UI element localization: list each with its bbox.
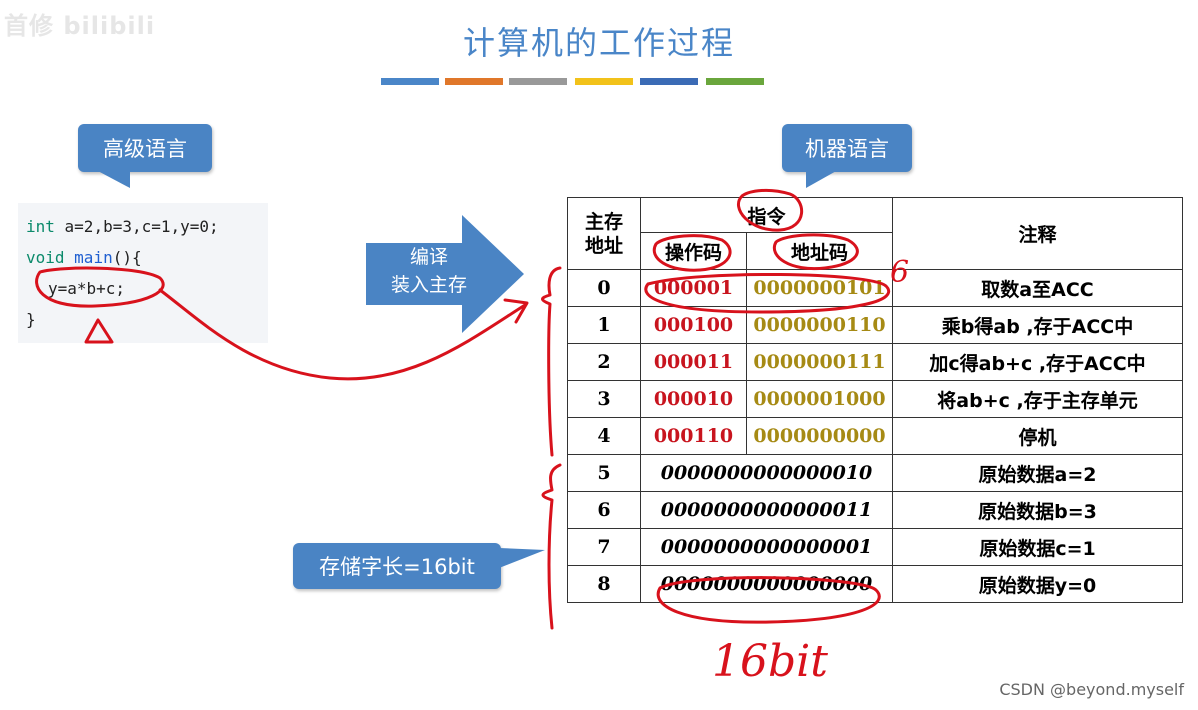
cell-opcode: 000001 (640, 269, 747, 307)
header-address-text: 主存地址 (584, 210, 623, 257)
compile-label-line1: 编译 (409, 246, 448, 268)
cell-opcode: 000010 (640, 380, 747, 418)
color-bar-6 (706, 78, 764, 85)
callout-word-length-text: 存储字长=16bit (319, 555, 475, 579)
cell-addrcode: 0000000110 (745, 306, 894, 344)
color-bar-3 (509, 78, 567, 85)
color-bar-1 (381, 78, 439, 85)
cell-address: 6 (567, 491, 641, 529)
callout-word-length-tail (499, 548, 545, 568)
watermark-logo: 首修 bilibili (4, 12, 156, 40)
code-line-3: y=a*b+c; (48, 279, 126, 298)
cell-address: 4 (567, 417, 641, 455)
compile-label-line2: 装入主存 (390, 274, 467, 296)
callout-high-level-text: 高级语言 (103, 137, 187, 161)
cell-address: 3 (567, 380, 641, 418)
cell-data-value: 0000000000000000 (639, 565, 894, 603)
cell-opcode: 000110 (640, 417, 747, 455)
cell-opcode: 000011 (640, 343, 747, 381)
cell-note: 乘b得ab ,存于ACC中 (892, 306, 1184, 344)
callout-machine-language: 机器语言 (782, 124, 912, 172)
cell-address: 8 (567, 565, 641, 603)
cell-addrcode: 0000001000 (745, 380, 894, 418)
header-address: 主存地址 (567, 197, 641, 270)
cell-opcode: 000100 (640, 306, 747, 344)
cell-address: 7 (567, 528, 641, 566)
cell-addrcode: 0000000101 (745, 269, 894, 307)
cell-address: 5 (567, 454, 641, 492)
brace-data-annotation (541, 463, 562, 630)
cell-address: 0 (567, 269, 641, 307)
cell-note: 停机 (892, 417, 1184, 455)
cell-data-value: 0000000000000011 (639, 491, 894, 529)
cell-addrcode: 0000000111 (745, 343, 894, 381)
header-addrcode: 地址码 (745, 232, 894, 270)
compile-arrow-label: 编译 装入主存 (366, 243, 492, 299)
source-code-box: int a=2,b=3,c=1,y=0; void main(){ y=a*b+… (18, 203, 268, 343)
cell-note: 原始数据a=2 (892, 454, 1184, 492)
code-keyword-void: void (26, 248, 65, 267)
code-line-2: void main(){ (26, 248, 142, 267)
callout-high-level-tail (96, 170, 130, 188)
footer-credit: CSDN @beyond.myself (999, 680, 1184, 699)
handwritten-sixteen-bit-annotation: 16bit (712, 636, 828, 687)
code-line-4: } (26, 310, 36, 329)
cell-data-value: 0000000000000001 (639, 528, 894, 566)
callout-high-level-language: 高级语言 (78, 124, 212, 172)
cell-note: 取数a至ACC (892, 269, 1184, 307)
cell-note: 原始数据c=1 (892, 528, 1184, 566)
cell-note: 加c得ab+c ,存于ACC中 (892, 343, 1184, 381)
code-line-1: int a=2,b=3,c=1,y=0; (26, 217, 219, 236)
header-note: 注释 (892, 197, 1184, 270)
code-parens: (){ (112, 248, 142, 267)
color-bar-2 (445, 78, 503, 85)
header-opcode: 操作码 (640, 232, 747, 270)
code-function-main: main (74, 248, 113, 267)
code-keyword-int: int (26, 217, 55, 236)
cell-data-value: 0000000000000010 (639, 454, 894, 492)
cell-note: 原始数据b=3 (892, 491, 1184, 529)
cell-note: 原始数据y=0 (892, 565, 1184, 603)
color-bar-4 (575, 78, 633, 85)
header-row-1: 主存地址 指令 注释 (567, 197, 1184, 270)
code-declaration: a=2,b=3,c=1,y=0; (54, 217, 219, 236)
callout-word-length: 存储字长=16bit (293, 543, 501, 589)
brace-instructions-annotation (541, 266, 562, 457)
cell-note: 将ab+c ,存于主存单元 (892, 380, 1184, 418)
callout-machine-text: 机器语言 (805, 137, 889, 161)
slide-title: 计算机的工作过程 (462, 24, 735, 62)
callout-machine-tail (806, 170, 838, 188)
cell-address: 2 (567, 343, 641, 381)
header-instruction: 指令 (639, 197, 894, 233)
cell-addrcode: 0000000000 (745, 417, 894, 455)
color-bar-5 (640, 78, 698, 85)
cell-address: 1 (567, 306, 641, 344)
